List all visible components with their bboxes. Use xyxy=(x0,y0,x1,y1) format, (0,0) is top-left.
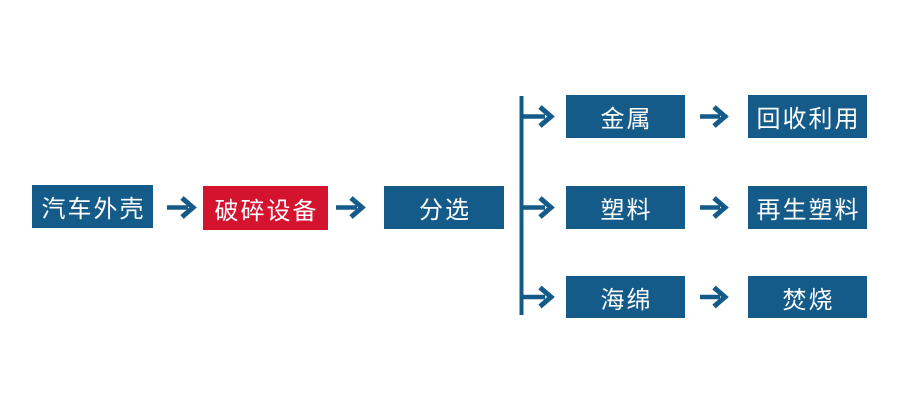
node-metal: 金属 xyxy=(566,95,685,138)
node-sorting: 分选 xyxy=(384,186,504,229)
branch-arrow-icon xyxy=(523,105,555,128)
node-car-shell: 汽车外壳 xyxy=(32,185,153,228)
node-crushing-equipment: 破碎设备 xyxy=(203,186,328,230)
arrow-right-icon xyxy=(700,196,729,219)
branch-arrow-icon xyxy=(523,196,555,219)
arrow-right-icon xyxy=(700,105,729,128)
node-sponge: 海绵 xyxy=(566,276,685,318)
node-recycle-reuse: 回收利用 xyxy=(748,95,867,138)
arrow-right-icon xyxy=(700,285,729,309)
node-recycled-plastic: 再生塑料 xyxy=(748,186,867,229)
arrow-right-icon xyxy=(167,196,197,219)
node-plastic: 塑料 xyxy=(566,186,685,229)
node-incineration: 焚烧 xyxy=(748,276,867,318)
arrow-right-icon xyxy=(336,196,366,219)
branch-arrow-icon xyxy=(523,285,555,309)
